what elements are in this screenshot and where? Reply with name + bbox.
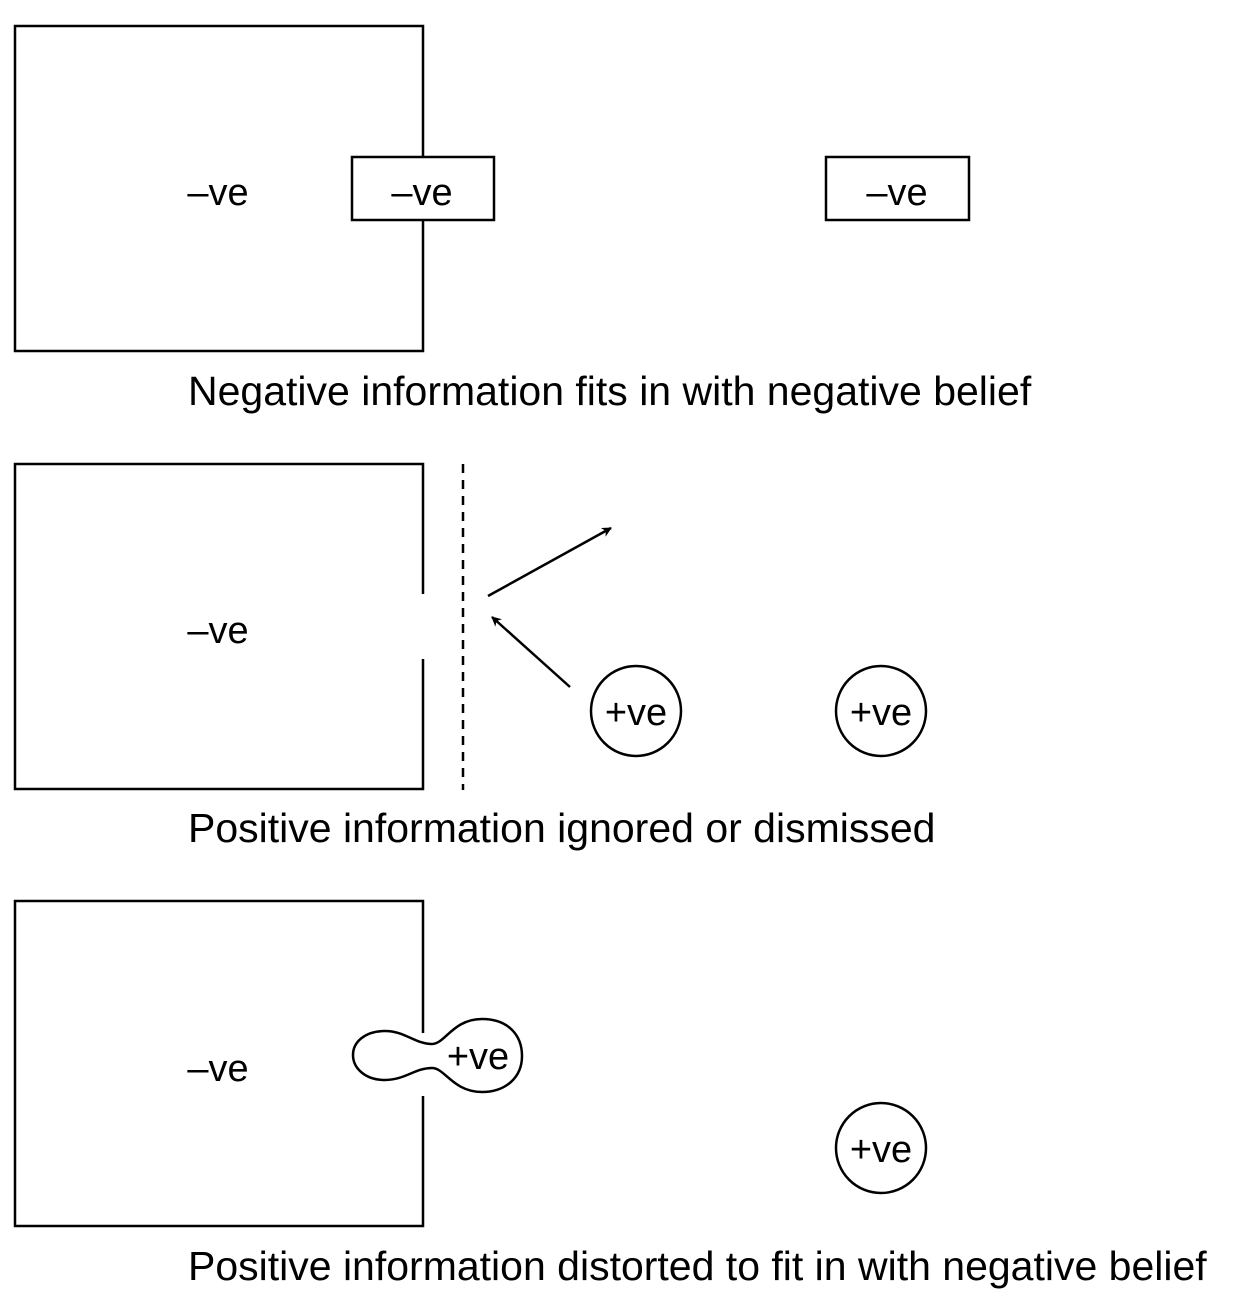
caption-3: Positive information distorted to fit in… xyxy=(188,1243,1207,1289)
source-label-3: +ve xyxy=(850,1129,912,1171)
incoming-negative-box xyxy=(350,155,496,222)
distorted-positive-blob xyxy=(351,1017,524,1094)
source-positive-circle-3 xyxy=(834,1101,928,1195)
belief-label-3: –ve xyxy=(187,1048,248,1090)
belief-label-1: –ve xyxy=(187,172,248,214)
deflected-arrow xyxy=(487,526,612,598)
caption-2: Positive information ignored or dismisse… xyxy=(188,805,935,851)
incoming-label-2: +ve xyxy=(605,692,667,734)
incoming-label-1: –ve xyxy=(391,172,452,214)
source-negative-box xyxy=(824,155,971,222)
caption-1: Negative information fits in with negati… xyxy=(188,368,1032,414)
source-label-2: +ve xyxy=(850,692,912,734)
source-label-1: –ve xyxy=(866,172,927,214)
incoming-label-3: +ve xyxy=(447,1036,509,1078)
panel-negative-fits: –ve –ve –ve Negative information fits in… xyxy=(13,24,1032,414)
panel-positive-distorted: –ve +ve +ve Positive information distort… xyxy=(13,899,1207,1289)
incoming-positive-circle xyxy=(589,664,683,758)
belief-label-2: –ve xyxy=(187,610,248,652)
incoming-arrow xyxy=(491,616,571,688)
panel-positive-ignored: –ve +ve +ve Positive information ignored… xyxy=(13,462,935,851)
belief-box-3 xyxy=(13,899,425,1228)
source-positive-circle-2 xyxy=(834,664,928,758)
belief-box-2 xyxy=(13,462,425,791)
